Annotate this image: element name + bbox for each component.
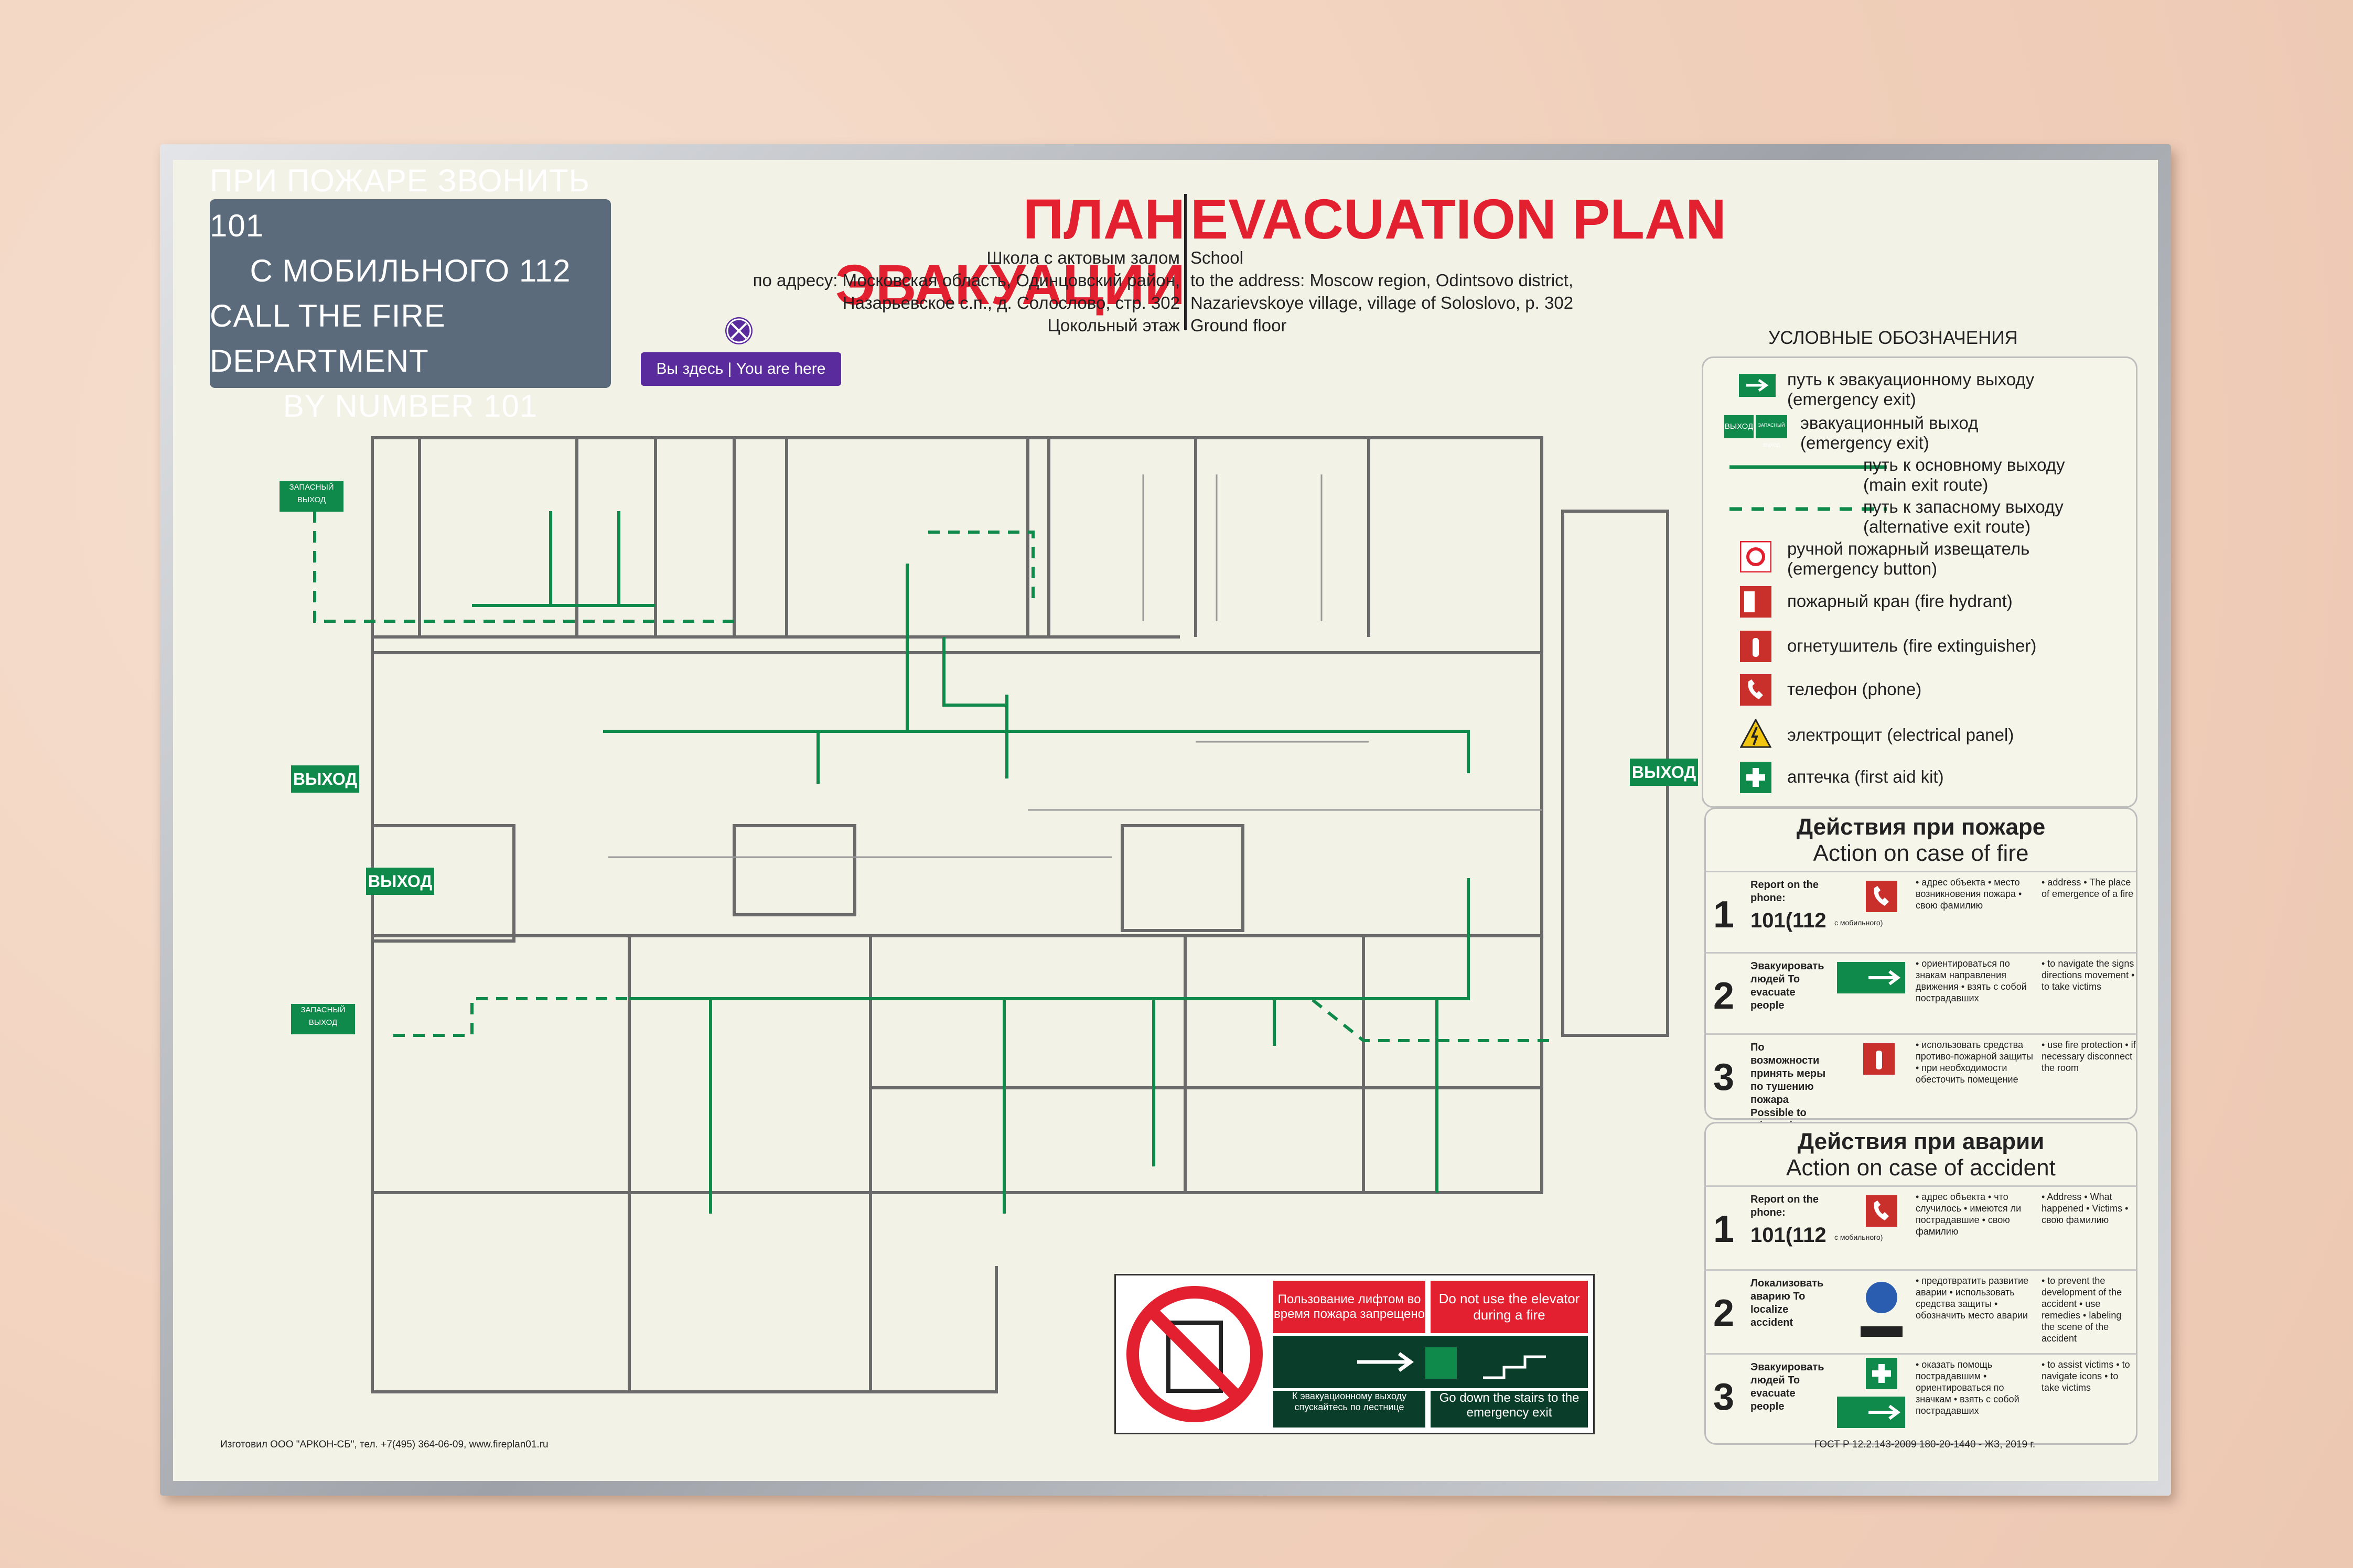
- stairs-arrow-panel: [1273, 1336, 1588, 1388]
- stairs-ru: К эвакуационному выходу спускайтесь по л…: [1273, 1391, 1425, 1428]
- fire-call-line: С МОБИЛЬНОГО 112: [250, 253, 571, 288]
- you-are-here-label: Вы здесь | You are here: [641, 352, 841, 386]
- fire-hydrant-icon: [1740, 586, 1771, 618]
- fire-call-box: ПРИ ПОЖАРЕ ЗВОНИТЬ 101 С МОБИЛЬНОГО 112 …: [210, 163, 611, 424]
- first-aid-icon: [1866, 1358, 1897, 1389]
- accident-actions-box: Действия при аварии Action on case of ac…: [1704, 1122, 2137, 1445]
- fire-call-line: BY NUMBER 101: [283, 388, 538, 424]
- exit-arrow-icon: [1837, 1397, 1905, 1428]
- elevator-ban-en: Do not use the elevator during a fire: [1431, 1281, 1588, 1333]
- title-ru: ПЛАН ЭВАКУАЦИИ: [835, 187, 1185, 316]
- fire-actions-box: Действия при пожаре Action on case of fi…: [1704, 807, 2137, 1145]
- spare-exit-sign-icon: ЗАПАСНЫЙ ВЫХОД: [1756, 415, 1787, 448]
- rooms-interior: [608, 474, 1542, 858]
- walls: [371, 436, 1669, 1393]
- exit-sign-icon: ВЫХОД: [1724, 415, 1754, 438]
- first-aid-icon: [1740, 762, 1771, 793]
- accident-actions-title-ru: Действия при аварии: [1797, 1129, 2045, 1154]
- dashed-line-icon: [1729, 507, 1887, 511]
- elevator-warning-sign: Пользование лифтом во время пожара запре…: [1114, 1274, 1595, 1434]
- you-are-here-icon: [725, 317, 753, 344]
- fire-step-1: 1 Report on the phone: 101(112 с мобильн…: [1706, 871, 2136, 954]
- alternative-routes: [313, 511, 1552, 1042]
- fire-actions-title-ru: Действия при пожаре: [1796, 814, 2046, 840]
- alarm-button-icon: [1740, 541, 1771, 572]
- stairs-exit-icon: [1357, 1347, 1546, 1379]
- spare-exit-sign-top: ЗАПАСНЫЙ ВЫХОД: [280, 481, 343, 512]
- fire-step-2: 2 Эвакуировать людей To evacuate people …: [1706, 952, 2136, 1035]
- standard-footer: ГОСТ Р 12.2.143-2009 180-20-1440 - ЖЗ, 2…: [1814, 1439, 2036, 1450]
- fire-step-3: 3 По возможности принять меры по тушению…: [1706, 1033, 2136, 1145]
- fire-extinguisher-icon: [1740, 631, 1771, 662]
- no-elevator-icon: [1126, 1286, 1263, 1422]
- accident-actions-title-en: Action on case of accident: [1786, 1155, 2056, 1181]
- exit-sign-left: ВЫХОД: [291, 765, 359, 793]
- fire-call-line: CALL THE FIRE DEPARTMENT: [210, 298, 446, 379]
- accident-step-1: 1 Report on the phone: 101(112 с мобильн…: [1706, 1185, 2136, 1271]
- warning-person-icon: [1861, 1282, 1903, 1337]
- exit-sign-right: ВЫХОД: [1630, 759, 1698, 786]
- fire-call-line: ПРИ ПОЖАРЕ ЗВОНИТЬ 101: [210, 163, 590, 243]
- legend: путь к эвакуационному выходу(emergency e…: [1702, 356, 2137, 808]
- fire-extinguisher-icon: [1863, 1043, 1895, 1075]
- solid-line-icon: [1729, 465, 1887, 469]
- fire-actions-title-en: Action on case of fire: [1813, 840, 2029, 866]
- address-ru: Школа с актовым залом по адресу: Московс…: [753, 248, 1180, 335]
- accident-step-2: 2 Локализовать аварию To localize accide…: [1706, 1269, 2136, 1355]
- floor-plan: [313, 436, 1669, 1393]
- address-en: School to the address: Moscow region, Od…: [1190, 248, 1574, 335]
- phone-icon: [1866, 1195, 1897, 1227]
- title-en: EVACUATION PLAN: [1190, 187, 1726, 251]
- spare-exit-sign-bottom: ЗАПАСНЫЙ ВЫХОД: [291, 1004, 355, 1034]
- phone-icon: [1740, 674, 1771, 706]
- title-separator: [1184, 194, 1187, 330]
- exit-arrow-icon: [1837, 962, 1905, 993]
- phone-icon: [1866, 881, 1897, 912]
- electrical-panel-icon: [1740, 719, 1771, 748]
- maker-footer: Изготовил ООО "АРКОН-СБ", тел. +7(495) 3…: [220, 1439, 549, 1450]
- exit-arrow-icon: [1739, 374, 1776, 397]
- legend-title: УСЛОВНЫЕ ОБОЗНАЧЕНИЯ: [1768, 328, 2018, 348]
- elevator-ban-ru: Пользование лифтом во время пожара запре…: [1273, 1281, 1425, 1333]
- stairs-en: Go down the stairs to the emergency exit: [1431, 1391, 1588, 1428]
- main-routes: [472, 511, 1470, 1214]
- accident-step-3: 3 Эвакуировать людей To evacuate people …: [1706, 1353, 2136, 1441]
- exit-sign-stairs: ВЫХОД: [366, 868, 434, 895]
